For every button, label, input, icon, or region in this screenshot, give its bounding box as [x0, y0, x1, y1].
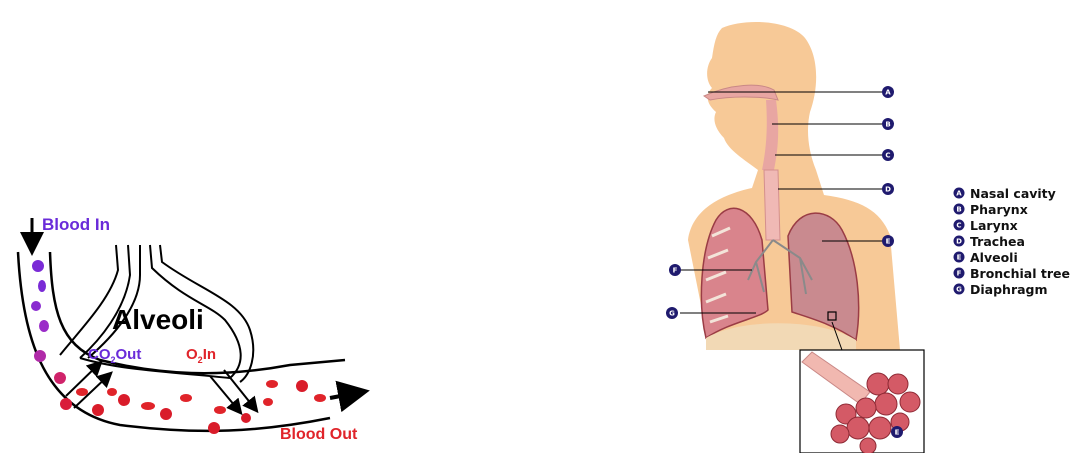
alveoli-exchange-diagram: Blood In Alveoli CO2Out O2In Blood Out — [18, 215, 362, 443]
marker-G: G — [666, 307, 678, 319]
svg-text:Alveoli: Alveoli — [970, 250, 1018, 265]
svg-text:E: E — [886, 238, 891, 246]
svg-text:A: A — [956, 190, 962, 198]
blood-out-arrow — [330, 392, 362, 398]
blood-cell — [60, 398, 72, 410]
marker-C: C — [882, 149, 894, 161]
blood-cell — [266, 380, 278, 388]
blood-cell — [241, 413, 251, 423]
legend-item-D: D Trachea — [954, 234, 1025, 249]
legend-item-G: G Diaphragm — [954, 282, 1048, 297]
legend-item-A: A Nasal cavity — [954, 186, 1056, 201]
svg-text:F: F — [673, 267, 678, 275]
blood-cell — [31, 301, 41, 311]
blood-cell — [180, 394, 192, 402]
blood-cell — [34, 350, 46, 362]
alveoli-inset: E — [800, 350, 924, 453]
svg-text:B: B — [885, 121, 890, 129]
inset-marker-E: E — [891, 426, 903, 438]
trachea-shape — [764, 170, 780, 240]
svg-text:B: B — [956, 206, 961, 214]
svg-text:Pharynx: Pharynx — [970, 202, 1028, 217]
blood-cell — [39, 320, 49, 332]
legend-item-E: E Alveoli — [954, 250, 1018, 265]
alveoli-label: Alveoli — [112, 304, 204, 335]
blood-cell — [160, 408, 172, 420]
svg-text:D: D — [956, 238, 962, 246]
svg-text:Nasal cavity: Nasal cavity — [970, 186, 1056, 201]
blood-cell — [214, 406, 226, 414]
blood-cell — [141, 402, 155, 410]
co2-main: CO — [88, 346, 111, 363]
blood-out-label: Blood Out — [280, 426, 358, 443]
svg-text:Larynx: Larynx — [970, 218, 1018, 233]
svg-text:E: E — [957, 254, 962, 262]
blood-cell — [296, 380, 308, 392]
marker-F: F — [669, 264, 681, 276]
marker-B: B — [882, 118, 894, 130]
o2-main: O — [186, 346, 198, 363]
svg-text:D: D — [885, 186, 891, 194]
blood-cell — [54, 372, 66, 384]
svg-text:G: G — [956, 286, 962, 294]
svg-text:G: G — [669, 310, 675, 318]
marker-A: A — [882, 86, 894, 98]
o2-in-label: O2In — [186, 346, 216, 365]
o2-in-arrow — [210, 376, 240, 412]
svg-text:E: E — [895, 429, 900, 437]
blood-in-label: Blood In — [42, 215, 110, 234]
svg-text:Diaphragm: Diaphragm — [970, 282, 1048, 297]
blood-cell — [92, 404, 104, 416]
marker-E: E — [882, 235, 894, 247]
svg-text:Bronchial tree: Bronchial tree — [970, 266, 1070, 281]
marker-D: D — [882, 183, 894, 195]
co2-suffix: Out — [116, 346, 142, 363]
o2-suffix: In — [203, 346, 216, 363]
svg-text:F: F — [957, 270, 962, 278]
respiratory-system-diagram: A B C D E F G E — [666, 22, 1070, 453]
svg-text:A: A — [885, 89, 891, 97]
blood-cell — [107, 388, 117, 396]
legend-item-C: C Larynx — [954, 218, 1018, 233]
legend-item-B: B Pharynx — [954, 202, 1028, 217]
blood-cell — [32, 260, 44, 272]
blood-cell — [118, 394, 130, 406]
blood-cell — [208, 422, 220, 434]
blood-cell — [38, 280, 46, 292]
svg-text:C: C — [885, 152, 890, 160]
svg-text:C: C — [956, 222, 961, 230]
o2-in-arrow-2 — [224, 370, 256, 410]
blood-cell — [76, 388, 88, 396]
co2-out-label: CO2Out — [88, 346, 141, 365]
svg-text:Trachea: Trachea — [970, 234, 1025, 249]
blood-cell — [263, 398, 273, 406]
legend-item-F: F Bronchial tree — [954, 266, 1070, 281]
blood-cell — [314, 394, 326, 402]
